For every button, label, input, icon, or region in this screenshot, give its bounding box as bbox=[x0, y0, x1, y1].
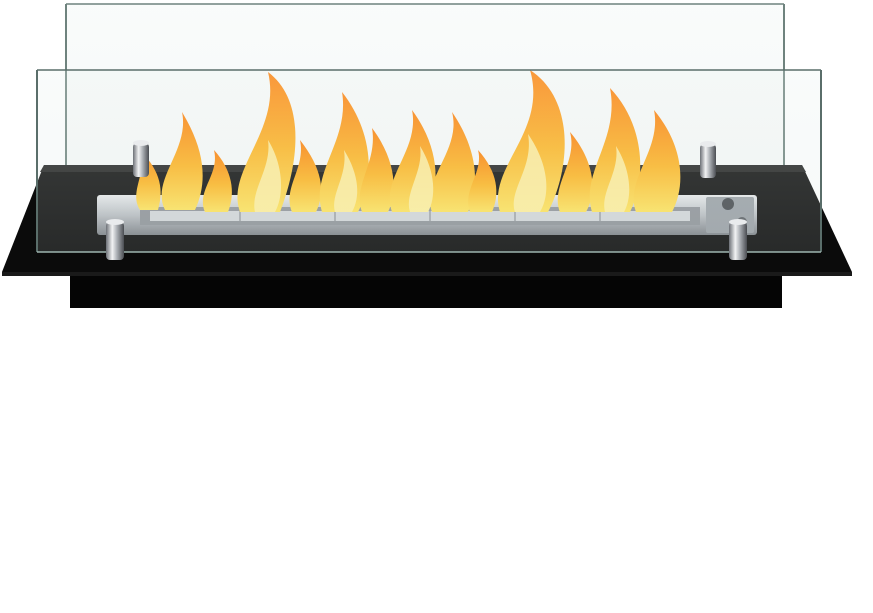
glass-posts bbox=[106, 140, 747, 260]
post bbox=[729, 219, 747, 260]
front-glass-panel bbox=[36, 69, 822, 253]
post bbox=[133, 140, 149, 177]
post bbox=[700, 141, 716, 178]
post bbox=[106, 219, 124, 260]
